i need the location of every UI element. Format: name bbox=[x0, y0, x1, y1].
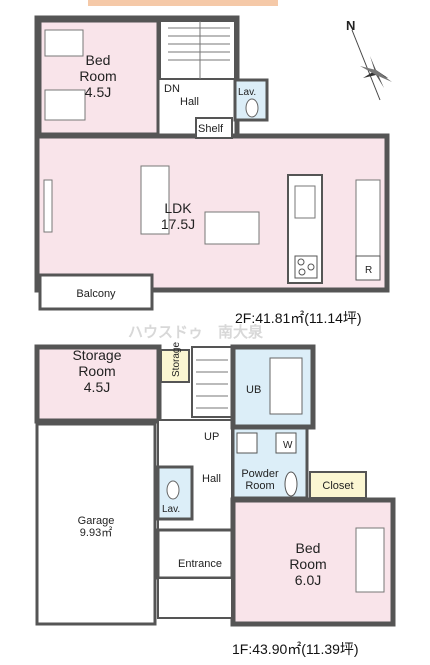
balcony-label: Balcony bbox=[76, 288, 116, 300]
fridge-box bbox=[355, 255, 381, 281]
w-mark: W bbox=[283, 440, 293, 451]
storage-label: Storage bbox=[171, 342, 182, 377]
entrance bbox=[156, 528, 234, 580]
compass-icon: N bbox=[346, 18, 392, 101]
sofa-icon bbox=[140, 165, 170, 235]
garage-label-2: 9.93㎡ bbox=[80, 526, 112, 539]
stair-2f bbox=[159, 20, 236, 80]
header-accent-bar bbox=[88, 0, 278, 6]
balcony bbox=[38, 273, 154, 311]
hall-2f-label: Hall bbox=[180, 96, 199, 108]
stair-1f-treads bbox=[196, 359, 228, 409]
stove-icon bbox=[294, 255, 318, 279]
bedroom-2f-label-2: Room bbox=[79, 68, 116, 84]
bedroom-1f-label-1: Bed bbox=[296, 540, 321, 556]
dn-label: DN bbox=[164, 83, 180, 95]
tv-board bbox=[43, 179, 53, 233]
bedroom-2f-label-3: 4.5J bbox=[85, 84, 111, 100]
bed-1f-icon bbox=[355, 527, 385, 593]
sink-icon bbox=[294, 185, 316, 219]
bedroom-1f-label-3: 6.0J bbox=[295, 572, 321, 588]
shelf-label: Shelf bbox=[198, 123, 224, 135]
stair-1f bbox=[191, 346, 233, 418]
storage-room bbox=[34, 344, 162, 424]
storage-room-label-3: 4.5J bbox=[84, 379, 110, 395]
bed-icon-2 bbox=[44, 89, 86, 121]
watermark: ハウスドゥ 南大泉 bbox=[128, 323, 264, 341]
lav-2f-label: Lav. bbox=[238, 87, 256, 98]
bed-icon bbox=[44, 29, 84, 57]
powder-room-label-1: Powder bbox=[241, 468, 279, 480]
dining-table-icon bbox=[204, 211, 260, 245]
floor1-area: 1F:43.90㎡(11.39坪) bbox=[232, 641, 359, 657]
stair-2f-treads bbox=[168, 21, 230, 79]
hall-1f-label: Hall bbox=[202, 473, 221, 485]
powder-room-label-2: Room bbox=[245, 480, 274, 492]
toilet-1f-icon bbox=[166, 480, 180, 500]
washer-icon bbox=[275, 432, 297, 454]
shelf-2f bbox=[195, 117, 233, 139]
storage-room-label-2: Room bbox=[78, 363, 115, 379]
ub-label: UB bbox=[246, 384, 261, 396]
svg-text:N: N bbox=[346, 18, 355, 33]
sink-1f-icon bbox=[284, 471, 298, 497]
entrance-label: Entrance bbox=[178, 558, 222, 570]
garage-label-1: Garage bbox=[78, 515, 115, 527]
up-label: UP bbox=[204, 431, 219, 443]
closet-label: Closet bbox=[322, 480, 353, 492]
bathtub-icon bbox=[269, 357, 303, 415]
refrigerator-mark: R bbox=[365, 265, 372, 276]
entry-step bbox=[157, 577, 233, 619]
floor-2: Bed Room 4.5J DN Hall Lav. Shelf LDK 17.… bbox=[34, 15, 390, 326]
closet bbox=[309, 471, 367, 499]
floor2-area: 2F:41.81㎡(11.14坪) bbox=[235, 310, 362, 326]
garage bbox=[35, 422, 157, 626]
storage-closet bbox=[160, 349, 190, 383]
floor-1: Storage Room 4.5J Storage UB UP Hall W P… bbox=[34, 342, 396, 657]
toilet-icon bbox=[245, 98, 259, 118]
ldk-label-2: 17.5J bbox=[161, 216, 195, 232]
vanity-icon bbox=[236, 432, 258, 454]
bedroom-2f-label-1: Bed bbox=[86, 52, 111, 68]
bedroom-1f-label-2: Room bbox=[289, 556, 326, 572]
lav-1f-label: Lav. bbox=[162, 504, 180, 515]
storage-room-label-1: Storage bbox=[72, 347, 121, 363]
ldk-label-1: LDK bbox=[164, 200, 192, 216]
